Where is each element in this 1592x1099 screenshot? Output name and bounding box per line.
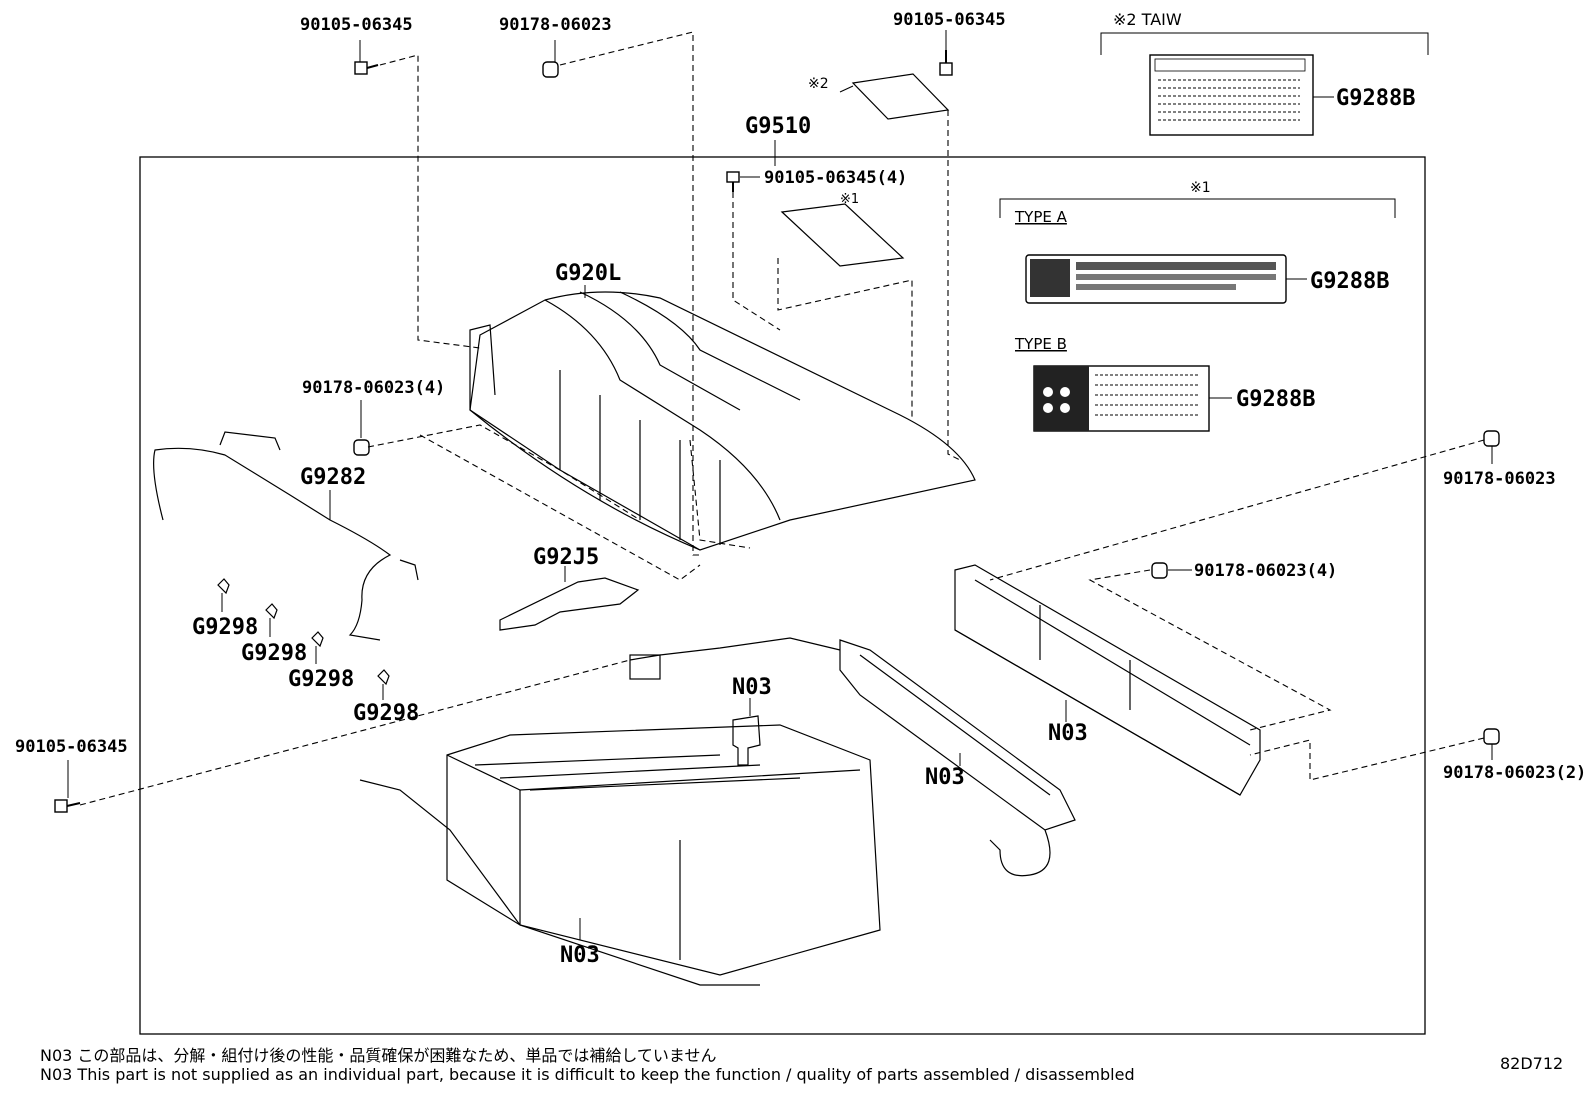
label-n03-bracket: N03 <box>1048 721 1088 746</box>
bolt-90105-06345-top-mid <box>939 50 953 76</box>
busbar-module-n03 <box>629 637 1076 877</box>
clip-g9298-3 <box>311 631 324 648</box>
label-g920l: G920L <box>555 261 621 286</box>
upper-bracket-n03 <box>954 564 1261 796</box>
wire-harness-g9282 <box>153 447 392 641</box>
diagram-code: 82D712 <box>1500 1054 1564 1073</box>
label-g9282: G9282 <box>300 465 366 490</box>
label-nut-top: 90178-06023 <box>499 15 612 35</box>
label-g9288b-1: G9288B <box>1336 86 1415 111</box>
battery-stack-n03 <box>359 724 881 986</box>
label-n03-connector: N03 <box>732 675 772 700</box>
warning-label-type-a <box>1025 254 1287 304</box>
label-g9298-4: G9298 <box>353 701 419 726</box>
label-note2: ※2 <box>808 76 829 92</box>
label-g9510: G9510 <box>745 114 811 139</box>
label-note1-right: ※1 <box>1190 180 1211 196</box>
label-type-b: TYPE B <box>1014 335 1067 353</box>
label-g9288b-2: G9288B <box>1310 269 1389 294</box>
battery-cover-g920l <box>469 291 976 551</box>
label-g9298-2: G9298 <box>241 641 307 666</box>
main-frame <box>139 156 1426 1035</box>
label-g9298-1: G9298 <box>192 615 258 640</box>
label-bolt-top-mid: 90105-06345 <box>893 10 1006 30</box>
label-type-a: TYPE A <box>1014 208 1068 226</box>
sheet-note2 <box>851 73 950 120</box>
label-n03-busbar: N03 <box>925 765 965 790</box>
connector-n03 <box>732 715 761 766</box>
label-g9288b-3: G9288B <box>1236 387 1315 412</box>
warning-label-type-b <box>1033 365 1210 432</box>
warning-label-taiw <box>1149 54 1314 136</box>
sheet-note1 <box>780 203 905 267</box>
nut-90178-06023-2 <box>1483 728 1500 745</box>
bracket-g92j5 <box>499 577 640 631</box>
bolt-90105-06345-bottom-left <box>54 799 81 813</box>
label-taiw: ※2 TAIW <box>1113 10 1182 29</box>
label-note1: ※1 <box>840 192 859 207</box>
label-bolt-bottom-left: 90105-06345 <box>15 737 128 757</box>
nut-90178-06023-4-left <box>353 439 370 456</box>
label-n03-stack: N03 <box>560 943 600 968</box>
label-bolt-top-left: 90105-06345 <box>300 15 413 35</box>
clip-g9298-2 <box>265 603 278 620</box>
label-nut-4-right: 90178-06023(4) <box>1194 561 1337 581</box>
label-g9298-3: G9298 <box>288 667 354 692</box>
taiw-bracket <box>1100 32 1429 55</box>
clip-g9298-4 <box>377 669 390 686</box>
label-nut-2: 90178-06023(2) <box>1443 763 1586 783</box>
label-nut-4-left: 90178-06023(4) <box>302 378 445 398</box>
nut-90178-06023-right-top <box>1483 430 1500 447</box>
bolt-90105-06345-top-left <box>354 61 379 75</box>
note-english: N03 This part is not supplied as an indi… <box>40 1065 1135 1084</box>
note-japanese: N03 この部品は、分解・組付け後の性能・品質確保が困難なため、単品では補給して… <box>40 1046 717 1065</box>
label-g92j5: G92J5 <box>533 545 599 570</box>
clip-g9298-1 <box>217 578 230 595</box>
label-nut-right-top: 90178-06023 <box>1443 469 1556 489</box>
label-bolt-4: 90105-06345(4) <box>764 168 907 188</box>
nut-90178-06023-4-right <box>1151 562 1168 579</box>
note1-bracket <box>999 198 1396 218</box>
nut-90178-06023-top <box>542 61 559 78</box>
bolt-90105-06345-4 <box>726 171 740 192</box>
